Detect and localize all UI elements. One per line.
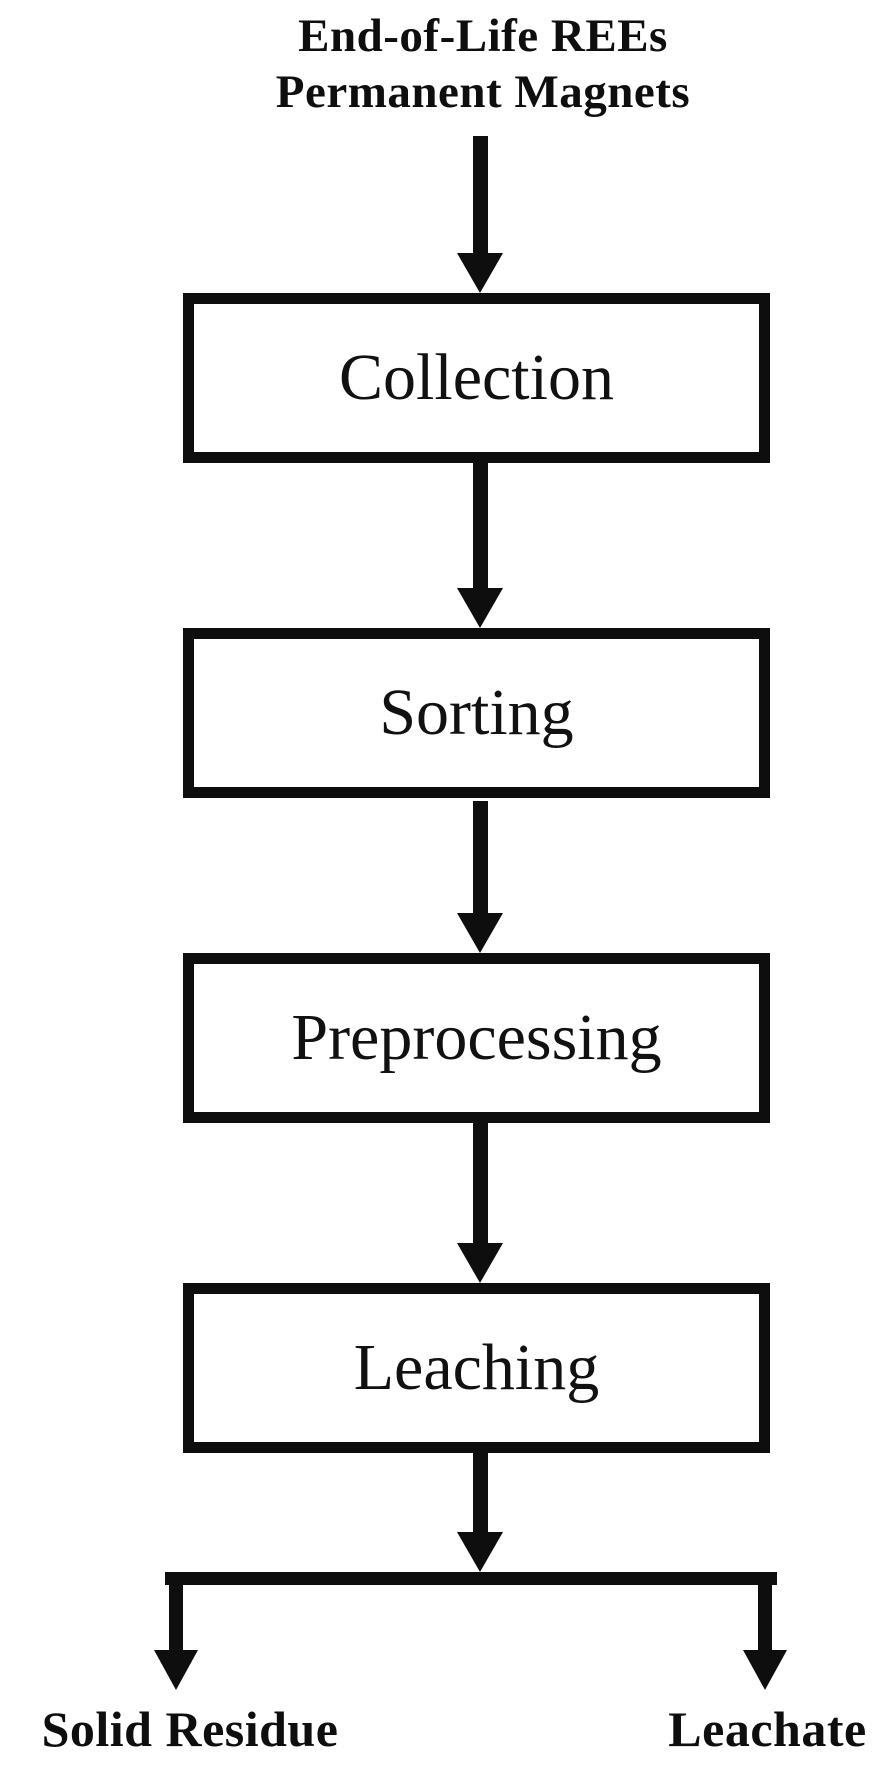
arrow-preprocessing-to-leaching-head	[457, 1243, 503, 1283]
step-label-sorting: Sorting	[379, 676, 574, 749]
step-label-preprocessing: Preprocessing	[291, 1001, 662, 1074]
arrow-sorting-to-preprocessing-shaft	[473, 801, 488, 913]
arrow-branch-to-leachate-shaft	[758, 1572, 772, 1652]
arrow-sorting-to-preprocessing-head	[457, 913, 503, 953]
arrow-source-to-collection-shaft	[473, 136, 488, 253]
branch-horizontal-bar	[165, 1572, 777, 1585]
arrow-branch-to-solid-residue-head	[154, 1650, 198, 1690]
output-label-solid-residue: Solid Residue	[41, 1701, 339, 1757]
arrow-collection-to-sorting-shaft	[473, 463, 488, 588]
step-box-preprocessing: Preprocessing	[183, 953, 770, 1123]
step-label-leaching: Leaching	[353, 1331, 600, 1404]
arrow-branch-to-leachate-head	[743, 1650, 787, 1690]
step-box-leaching: Leaching	[183, 1283, 770, 1453]
output-label-leachate: Leachate	[668, 1701, 867, 1757]
source-node-label: End-of-Life REEs Permanent Magnets	[183, 8, 783, 120]
arrow-source-to-collection-head	[457, 253, 503, 293]
arrow-leaching-to-branch-shaft	[473, 1453, 488, 1532]
arrow-preprocessing-to-leaching-shaft	[473, 1123, 488, 1243]
arrow-collection-to-sorting-head	[457, 588, 503, 628]
step-box-sorting: Sorting	[183, 628, 770, 798]
step-label-collection: Collection	[339, 341, 614, 414]
source-label-line1: End-of-Life REEs	[298, 10, 668, 62]
step-box-collection: Collection	[183, 293, 770, 463]
arrow-leaching-to-branch-head	[457, 1532, 503, 1572]
arrow-branch-to-solid-residue-shaft	[169, 1572, 183, 1652]
source-label-line2: Permanent Magnets	[275, 66, 691, 118]
